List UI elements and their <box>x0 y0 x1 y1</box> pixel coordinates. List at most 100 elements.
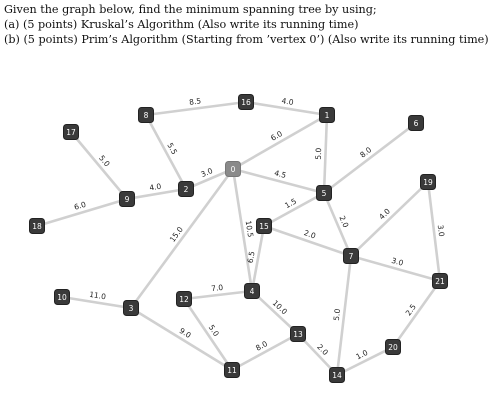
vertex-6: 6 <box>408 115 424 131</box>
vertex-box <box>176 291 192 307</box>
vertex-7: 7 <box>343 248 359 264</box>
vertex-box <box>123 300 139 316</box>
edge-weight-12-4: 7.0 <box>211 283 224 293</box>
vertex-11: 11 <box>224 362 240 378</box>
vertex-label: 2 <box>184 185 189 194</box>
vertex-box <box>244 283 260 299</box>
vertex-box <box>290 326 306 342</box>
edge-16-1 <box>244 100 329 117</box>
vertex-label: 17 <box>66 128 76 137</box>
vertex-box <box>63 124 79 140</box>
edge-20-21 <box>391 279 442 349</box>
vertex-3: 3 <box>123 300 139 316</box>
vertex-label: 19 <box>423 178 433 187</box>
vertex-label: 5 <box>322 189 327 198</box>
edge-weight-2-0: 3.0 <box>200 166 215 179</box>
edge-weight-9-2: 4.0 <box>149 182 162 193</box>
vertex-8: 8 <box>138 107 154 123</box>
vertex-label: 1 <box>325 111 330 120</box>
vertex-box <box>256 218 272 234</box>
vertex-12: 12 <box>176 291 192 307</box>
edge-0-4 <box>231 167 254 293</box>
vertex-2: 2 <box>178 181 194 197</box>
question-intro: Given the graph below, find the minimum … <box>4 3 377 16</box>
vertex-17: 17 <box>63 124 79 140</box>
edge-weight-1-5: 5.0 <box>314 147 323 159</box>
vertex-label: 0 <box>231 165 236 174</box>
vertex-box <box>408 115 424 131</box>
edge-weight-10-3: 11.0 <box>89 290 107 302</box>
vertex-10: 10 <box>54 289 70 305</box>
vertex-15: 15 <box>256 218 272 234</box>
vertex-19: 19 <box>420 174 436 190</box>
edge-18-9 <box>35 197 129 228</box>
vertex-label: 7 <box>349 252 354 261</box>
question-part-b: (b) (5 points) Prim’s Algorithm (Startin… <box>4 33 489 46</box>
edge-19-21 <box>426 180 442 283</box>
edge-weight-5-7: 2.0 <box>337 214 350 229</box>
vertex-label: 14 <box>332 371 342 380</box>
vertex-box <box>420 174 436 190</box>
vertex-label: 6 <box>414 119 419 128</box>
vertex-label: 8 <box>144 111 149 120</box>
vertex-box <box>385 339 401 355</box>
edge-15-7 <box>262 224 353 258</box>
vertex-box <box>224 362 240 378</box>
vertex-box <box>225 161 241 177</box>
vertex-label: 12 <box>179 295 189 304</box>
edge-11-13 <box>230 332 300 372</box>
edge-6-5 <box>322 121 418 195</box>
edge-4-13 <box>250 289 300 336</box>
vertex-5: 5 <box>316 185 332 201</box>
edge-14-20 <box>335 345 395 377</box>
edge-10-3 <box>60 295 133 310</box>
edge-9-2 <box>125 187 188 201</box>
vertex-box <box>329 367 345 383</box>
vertex-21: 21 <box>432 273 448 289</box>
vertex-20: 20 <box>385 339 401 355</box>
question-text: Given the graph below, find the minimum … <box>4 2 489 47</box>
edge-7-21 <box>349 254 442 283</box>
vertex-label: 3 <box>129 304 134 313</box>
graph-edges <box>35 100 442 377</box>
vertex-label: 13 <box>293 330 303 339</box>
edge-8-2 <box>144 113 188 191</box>
vertex-label: 11 <box>227 366 237 375</box>
edge-0-5 <box>231 167 326 195</box>
edge-0-3 <box>129 167 235 310</box>
vertex-box <box>119 191 135 207</box>
edge-1-5 <box>322 113 329 195</box>
question-part-a: (a) (5 points) Kruskal’s Algorithm (Also… <box>4 18 359 31</box>
edge-15-4 <box>250 224 266 293</box>
vertex-label: 21 <box>435 277 445 286</box>
vertex-box <box>54 289 70 305</box>
vertex-4: 4 <box>244 283 260 299</box>
vertex-14: 14 <box>329 367 345 383</box>
edge-12-4 <box>182 289 254 301</box>
vertex-16: 16 <box>238 94 254 110</box>
vertex-box <box>29 218 45 234</box>
edge-5-15 <box>262 191 326 228</box>
vertex-label: 4 <box>250 287 255 296</box>
edge-weight-19-21: 3.0 <box>436 224 446 237</box>
vertex-box <box>316 185 332 201</box>
edge-19-7 <box>349 180 430 258</box>
edge-7-14 <box>335 254 353 377</box>
edge-weight-4-13: 10.0 <box>271 298 290 316</box>
edge-weight-7-14: 5.0 <box>332 308 342 321</box>
vertex-box <box>432 273 448 289</box>
vertex-box <box>178 181 194 197</box>
vertex-box <box>138 107 154 123</box>
vertex-18: 18 <box>29 218 45 234</box>
vertex-label: 9 <box>125 195 130 204</box>
vertex-label: 15 <box>259 222 269 231</box>
vertex-box <box>319 107 335 123</box>
edge-weight-18-9: 6.0 <box>73 200 87 212</box>
edge-17-9 <box>69 130 129 201</box>
edge-3-11 <box>129 306 234 372</box>
vertex-label: 16 <box>241 98 251 107</box>
vertex-label: 18 <box>32 222 42 231</box>
